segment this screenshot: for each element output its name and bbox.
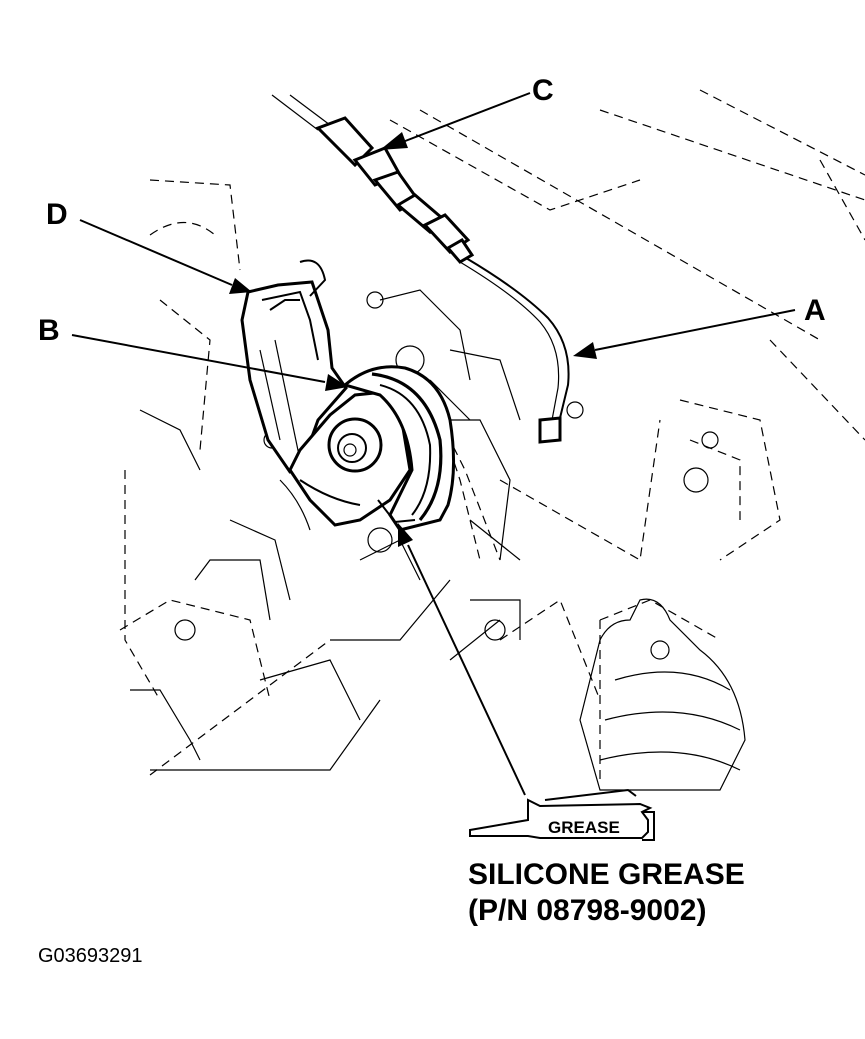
callout-d-label: D — [46, 198, 68, 231]
caption-line-1: SILICONE GREASE — [468, 858, 745, 891]
callout-a-label: A — [804, 294, 826, 327]
grease-tube-label: GREASE — [548, 818, 620, 837]
callout-b-label: B — [38, 314, 60, 347]
cable-assembly — [271, 94, 570, 444]
engine-background — [119, 89, 865, 791]
switch-assembly-b — [288, 365, 456, 532]
grease-tube-icon: GREASE — [469, 788, 655, 841]
callout-c-label: C — [532, 74, 554, 107]
figure-id: G03693291 — [38, 945, 143, 967]
caption-line-2: (P/N 08798-9002) — [468, 894, 706, 927]
leader-lines — [71, 92, 796, 796]
